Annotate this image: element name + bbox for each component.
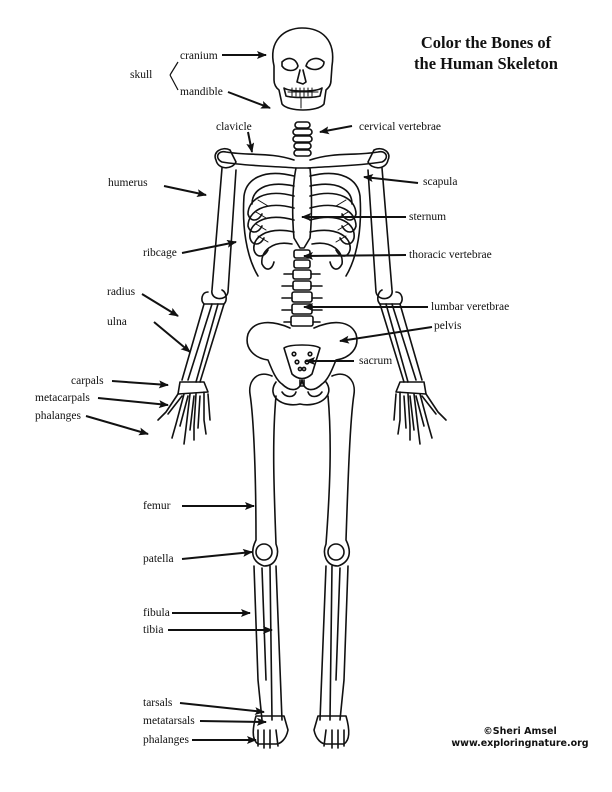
label-fibula: fibula [143, 607, 170, 619]
label-carpals: carpals [71, 375, 104, 387]
cervical-spine-shape [292, 121, 313, 157]
label-femur: femur [143, 500, 171, 512]
label-mandible: mandible [180, 86, 223, 98]
label-sacrum: sacrum [359, 355, 393, 367]
left-leg-shape [248, 373, 289, 749]
shoulder-shape [214, 147, 390, 169]
label-thoracic-vertebrae: thoracic vertebrae [409, 249, 492, 261]
title-line-2: the Human Skeleton [414, 54, 558, 73]
credit-website: www.exploringnature.org [451, 738, 589, 749]
right-leg-shape [313, 373, 356, 749]
label-tarsals: tarsals [143, 697, 173, 709]
label-radius: radius [107, 286, 136, 298]
label-phalanges-hand: phalanges [35, 410, 81, 422]
label-clavicle: clavicle [216, 121, 252, 133]
label-cervical-vertebrae: cervical vertebrae [359, 121, 442, 133]
page-title: Color the Bones of the Human Skeleton [386, 32, 586, 74]
spine-shape [281, 249, 323, 327]
label-metacarpals: metacarpals [35, 392, 90, 404]
label-tibia: tibia [143, 624, 164, 636]
label-lumbar-vertebrae: lumbar veretbrae [431, 301, 510, 313]
label-ulna: ulna [107, 316, 127, 328]
label-patella: patella [143, 553, 174, 565]
label-humerus: humerus [108, 177, 148, 189]
label-phalanges-foot: phalanges [143, 734, 189, 746]
ribcage-shape [242, 172, 362, 277]
label-scapula: scapula [423, 176, 458, 188]
credit-author: ©Sheri Amsel [483, 726, 557, 737]
label-cranium: cranium [180, 50, 218, 62]
skeleton-figure [157, 27, 447, 749]
label-metatarsals: metatarsals [143, 715, 195, 727]
sternum-shape [291, 167, 313, 249]
pelvis-shape [246, 321, 358, 406]
title-line-1: Color the Bones of [420, 33, 552, 52]
left-arm-shape [157, 167, 237, 445]
skull-shape [272, 27, 334, 111]
label-skull: skull [130, 69, 153, 81]
right-arm-shape [367, 167, 447, 445]
label-pelvis: pelvis [434, 320, 462, 332]
label-sternum: sternum [409, 211, 447, 223]
label-arrows [85, 51, 433, 744]
credit-block: ©Sheri Amsel www.exploringnature.org [440, 726, 600, 750]
label-ribcage: ribcage [143, 247, 177, 259]
